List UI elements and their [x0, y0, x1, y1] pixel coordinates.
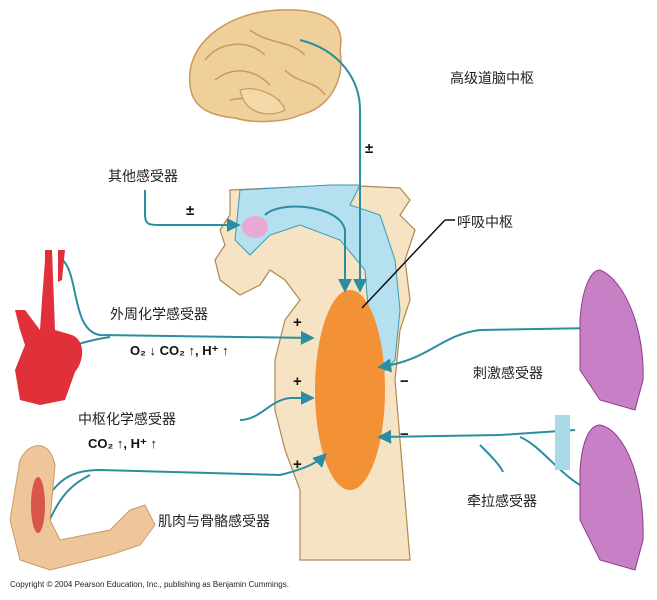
sign-brain: ± [365, 140, 374, 157]
label-irritant-receptors: 刺激感受器 [473, 366, 543, 382]
label-respiratory-center: 呼吸中枢 [457, 215, 513, 231]
sign-irritant: − [400, 373, 409, 390]
brainstem-illustration [214, 184, 416, 561]
lung-upper-illustration [579, 269, 644, 411]
peripheral-chemistry: O₂ ↓ CO₂ ↑, H⁺ ↑ [130, 343, 229, 358]
copyright-text: Copyright © 2004 Pearson Education, Inc.… [10, 580, 289, 589]
label-central-chemoreceptors: 中枢化学感受器 [78, 412, 176, 428]
brain-illustration [188, 9, 342, 123]
respiratory-center-shape [315, 290, 385, 490]
central-chemistry: CO₂ ↑, H⁺ ↑ [88, 436, 157, 451]
sign-other: ± [186, 202, 195, 219]
sign-peripheral: + [293, 314, 302, 331]
sign-muscle: + [293, 456, 302, 473]
sign-central: + [293, 373, 302, 390]
label-other-receptors: 其他感受器 [108, 169, 178, 185]
sign-stretch: − [400, 426, 409, 443]
label-peripheral-chemoreceptors: 外周化学感受器 [110, 307, 208, 323]
arm-illustration [9, 445, 156, 571]
label-stretch-receptors: 牵拉感受器 [467, 494, 537, 510]
label-higher-brain-center: 高级道脑中枢 [450, 71, 534, 87]
nerve-pathways [39, 39, 596, 541]
lung-lower-illustration [555, 415, 644, 571]
label-muscle-joint-receptors: 肌肉与骨骼感受器 [158, 514, 270, 530]
aorta-illustration [15, 250, 83, 405]
